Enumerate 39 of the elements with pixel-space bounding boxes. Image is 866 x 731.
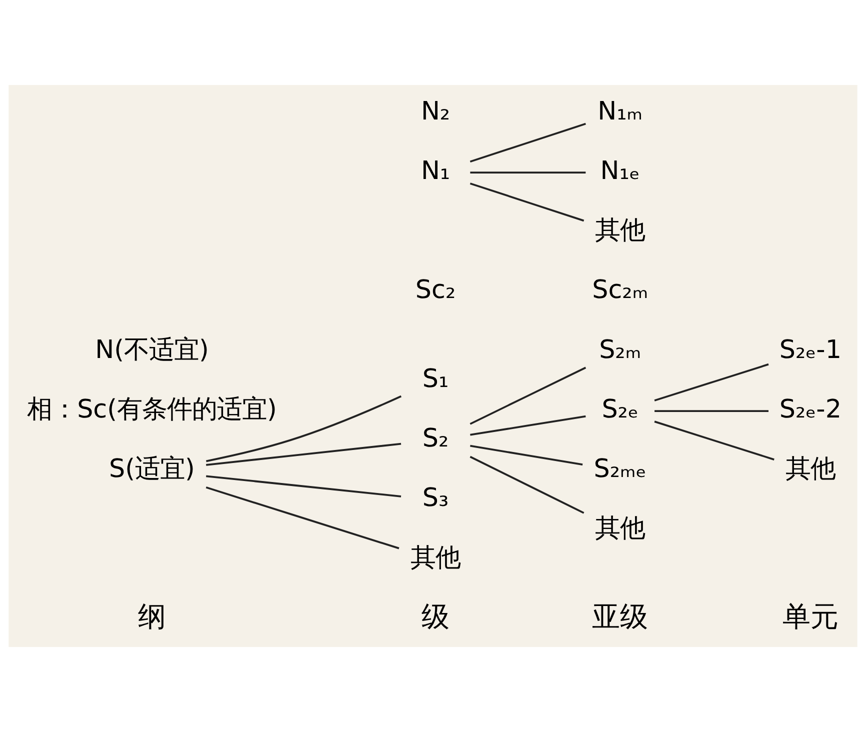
node-text: N₁	[420, 154, 450, 184]
connector	[470, 414, 586, 436]
node-text: 其他	[785, 452, 836, 483]
connector	[470, 366, 586, 424]
node-text: S₃	[422, 482, 449, 512]
node-text: N₁ₘ	[598, 94, 643, 125]
connector	[206, 394, 402, 462]
node-text: S(适宜)	[109, 452, 195, 483]
connector	[470, 171, 586, 173]
connector	[654, 420, 774, 460]
node-text: S₂ₑ	[602, 392, 639, 423]
node-text: 其他	[595, 512, 646, 542]
node-text: 其他	[410, 541, 461, 572]
label: Sc₂	[415, 274, 456, 304]
connector	[206, 474, 402, 497]
connector	[470, 122, 586, 162]
connector	[206, 486, 400, 549]
connector	[206, 442, 402, 466]
label: N(不适宜)	[95, 333, 209, 364]
node-text: 其他	[595, 214, 646, 244]
label: N₂	[420, 94, 450, 125]
node-text: S₂	[422, 422, 449, 452]
node-text: S₂ₘ	[599, 333, 642, 364]
label: 级	[422, 600, 450, 633]
label: 纲	[138, 600, 166, 633]
node-text: S₂ₑ-2	[779, 392, 842, 423]
label: 相：Sc(有条件的适宜)	[27, 392, 277, 423]
node-text: N₁ₑ	[600, 154, 640, 184]
connector	[470, 444, 583, 466]
node-text: S₂ₘₑ	[594, 452, 646, 483]
connector	[654, 362, 769, 401]
node-text: S₁	[422, 362, 449, 392]
connector	[654, 410, 768, 412]
label: Sc₂ₘ	[592, 274, 648, 304]
connector	[470, 455, 584, 514]
connector	[470, 182, 584, 222]
label: 单元	[782, 600, 838, 633]
label: 亚级	[592, 600, 648, 633]
node-text: S₂ₑ-1	[779, 333, 842, 364]
